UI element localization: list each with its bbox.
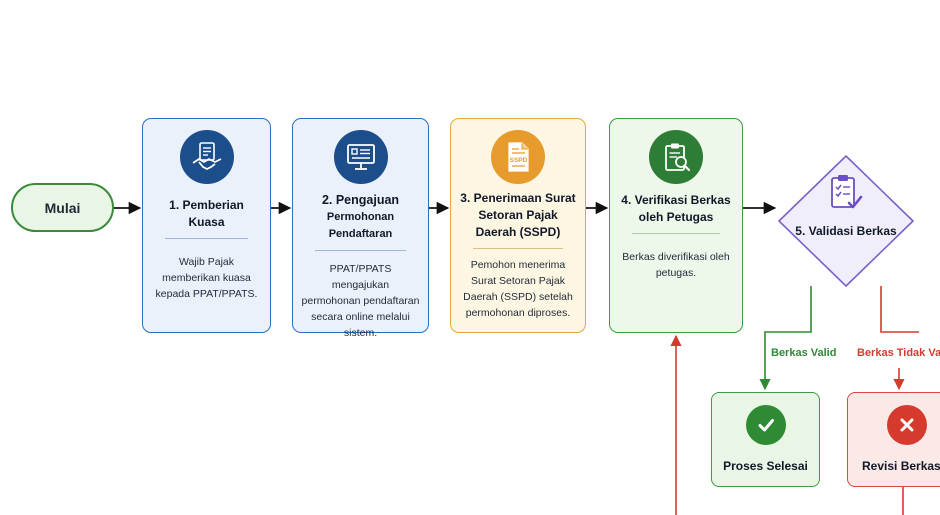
arrow-invalid-branch (880, 286, 919, 333)
result-done-label: Proses Selesai (723, 459, 808, 473)
computer-form-icon (333, 130, 388, 184)
decision-label: 5. Validasi Berkas (795, 224, 897, 238)
arrow-valid-branch (759, 286, 812, 391)
step-3-title: 3. Penerimaan Surat Setoran Pajak Daerah… (460, 191, 576, 239)
x-mark-icon (887, 405, 927, 445)
checkmark-icon (745, 405, 786, 445)
step-4-verifikasi-berkas: 4. Verifikasi Berkas oleh Petugas Berkas… (609, 118, 743, 333)
clipboard-magnifier-icon (649, 130, 703, 184)
step-4-divider (632, 233, 720, 234)
start-label: Mulai (44, 199, 81, 216)
decision-validasi-berkas: 5. Validasi Berkas (777, 154, 915, 288)
step-4-description: Berkas diverifikasi oleh petugas. (622, 251, 730, 279)
step-2-title-line-1: 2. Pengajuan (321, 193, 400, 207)
branch-label-valid: Berkas Valid (771, 347, 837, 359)
branch-label-invalid: Berkas Tidak Valid (857, 347, 940, 359)
step-3-divider (473, 248, 563, 249)
step-3-description: Pemohon menerima Surat Setoran Pajak Dae… (463, 259, 573, 319)
handshake-document-icon (179, 130, 234, 184)
sspd-icon-text: SSPD (510, 157, 528, 164)
sspd-document-icon: SSPD (491, 130, 545, 184)
start-node: Mulai (11, 183, 114, 232)
result-proses-selesai: Proses Selesai (711, 392, 820, 487)
step-1-divider (165, 238, 248, 239)
step-2-pengajuan-permohonan: 2. Pengajuan Permohonan Pendaftaran PPAT… (292, 118, 429, 339)
result-revise-label: Revisi Berkas (862, 459, 940, 473)
step-1-pemberian-kuasa: 1. Pemberian Kuasa Wajib Pajak memberika… (142, 118, 271, 333)
step-1-description: Wajib Pajak memberikan kuasa kepada PPAT… (155, 256, 258, 300)
result-revisi-berkas: Revisi Berkas (847, 392, 940, 487)
clipboard-check-icon (827, 172, 865, 219)
step-2-title-line-2: Permohonan Pendaftaran (326, 211, 395, 240)
step-4-title: 4. Verifikasi Berkas oleh Petugas (621, 193, 731, 224)
step-2-description: PPAT/PPATS mengajukan permohonan pendaft… (301, 263, 420, 339)
step-2-divider (315, 250, 406, 251)
step-1-title: 1. Pemberian Kuasa (169, 198, 244, 229)
step-2-title: 2. Pengajuan Permohonan Pendaftaran (301, 192, 420, 243)
decision-diamond (778, 155, 914, 287)
step-3-penerimaan-sspd: SSPD 3. Penerimaan Surat Setoran Pajak D… (450, 118, 586, 333)
